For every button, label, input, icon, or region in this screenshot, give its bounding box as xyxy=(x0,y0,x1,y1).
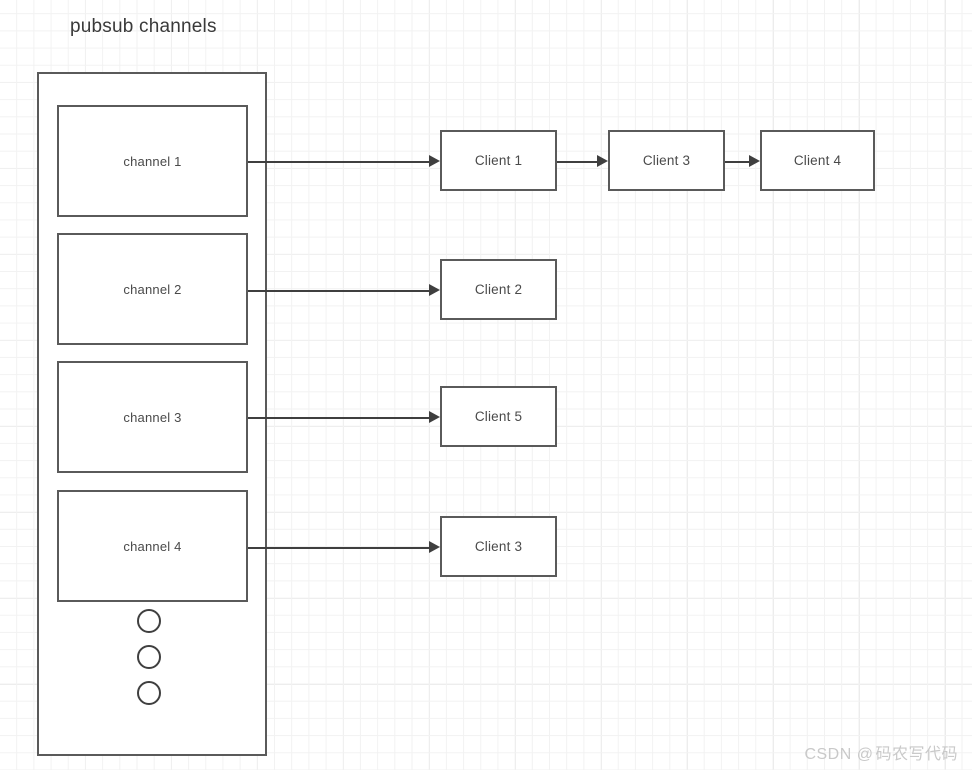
client-label: Client 1 xyxy=(474,153,523,168)
client-box-3-bottom[interactable]: Client 3 xyxy=(440,516,557,577)
arrow-head-client1-client3 xyxy=(597,155,608,167)
channel-label: channel 1 xyxy=(123,153,182,169)
ellipsis-circle-1 xyxy=(137,609,161,633)
connector-client3-client4 xyxy=(725,161,749,163)
watermark: CSDN @码农写代码 xyxy=(804,740,958,764)
channel-box-4[interactable]: channel 4 xyxy=(57,490,248,602)
connector-channel3-client5 xyxy=(248,417,429,419)
client-box-5[interactable]: Client 5 xyxy=(440,386,557,447)
channel-box-3[interactable]: channel 3 xyxy=(57,361,248,473)
channel-box-1[interactable]: channel 1 xyxy=(57,105,248,217)
client-box-3-top[interactable]: Client 3 xyxy=(608,130,725,191)
watermark-author: 码农写代码 xyxy=(875,746,958,763)
connector-channel1-client1 xyxy=(248,161,429,163)
client-label: Client 3 xyxy=(642,153,691,168)
ellipsis-circle-3 xyxy=(137,681,161,705)
diagram-title: pubsub channels xyxy=(70,16,217,37)
channel-label: channel 3 xyxy=(123,409,182,425)
client-label: Client 4 xyxy=(793,153,842,168)
client-box-4[interactable]: Client 4 xyxy=(760,130,875,191)
arrow-head-channel4-client3 xyxy=(429,541,440,553)
channel-label: channel 2 xyxy=(123,281,182,297)
connector-client1-client3 xyxy=(557,161,597,163)
arrow-head-channel2-client2 xyxy=(429,284,440,296)
client-label: Client 2 xyxy=(474,282,523,297)
ellipsis-circle-2 xyxy=(137,645,161,669)
channel-box-2[interactable]: channel 2 xyxy=(57,233,248,345)
client-box-1[interactable]: Client 1 xyxy=(440,130,557,191)
channel-label: channel 4 xyxy=(123,538,182,554)
arrow-head-channel3-client5 xyxy=(429,411,440,423)
client-label: Client 3 xyxy=(474,539,523,554)
arrow-head-client3-client4 xyxy=(749,155,760,167)
client-label: Client 5 xyxy=(474,409,523,424)
watermark-prefix: CSDN @ xyxy=(804,746,874,763)
connector-channel4-client3 xyxy=(248,547,429,549)
client-box-2[interactable]: Client 2 xyxy=(440,259,557,320)
arrow-head-channel1-client1 xyxy=(429,155,440,167)
connector-channel2-client2 xyxy=(248,290,429,292)
